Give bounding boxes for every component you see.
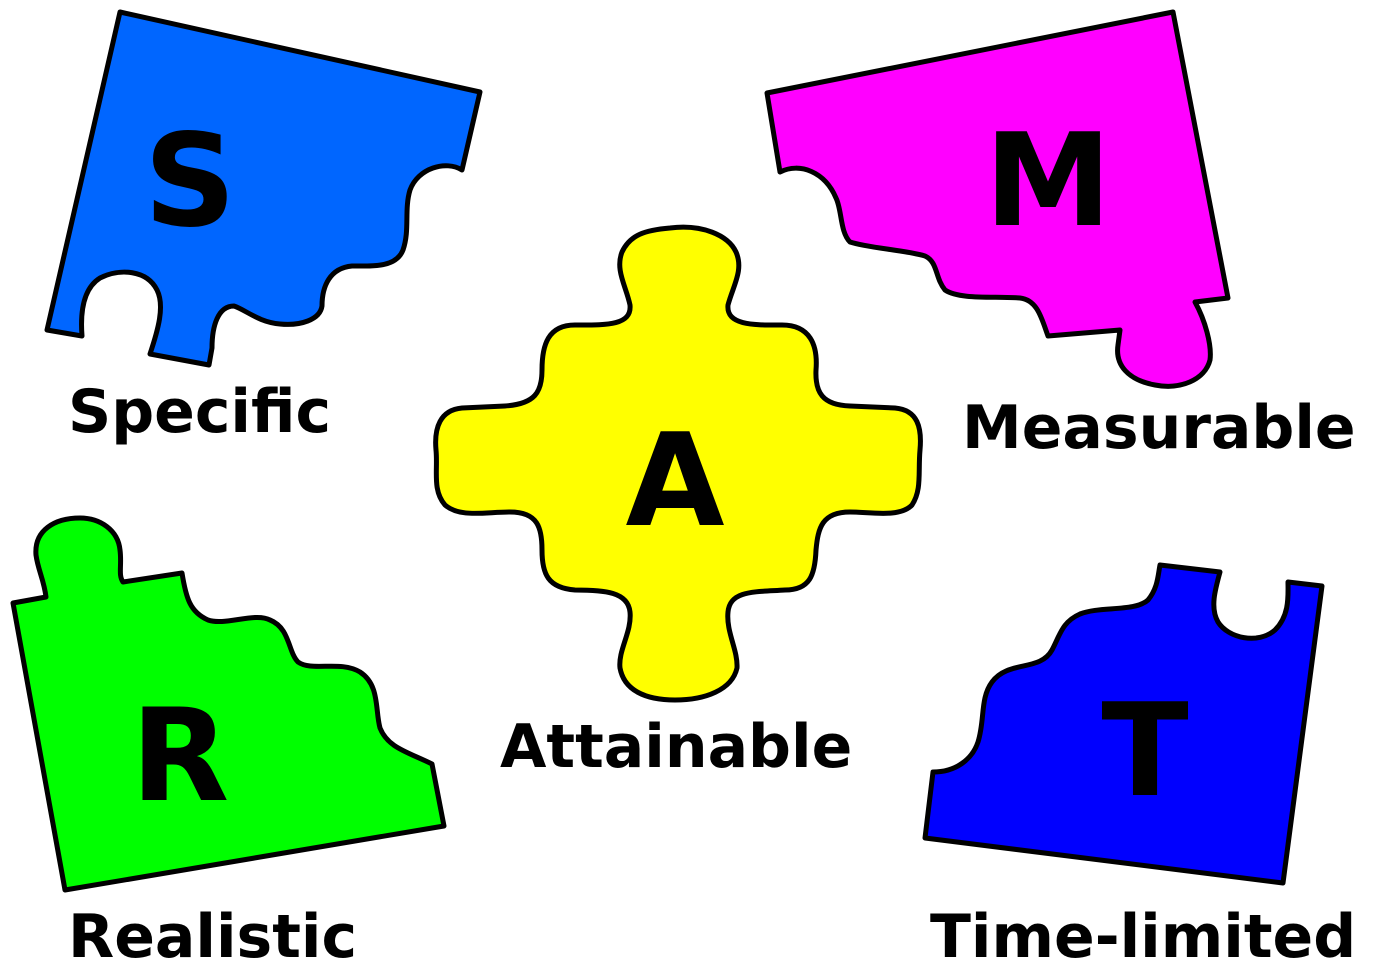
piece-s: S xyxy=(47,12,480,365)
label-realistic: Realistic xyxy=(68,902,357,969)
letter-m: M xyxy=(984,107,1111,256)
letter-t: T xyxy=(1101,677,1188,826)
letter-r: R xyxy=(131,682,230,831)
label-time-limited: Time-limited xyxy=(930,902,1356,969)
label-specific: Specific xyxy=(68,377,331,447)
letter-a: A xyxy=(625,407,724,556)
piece-r: R xyxy=(13,518,444,890)
piece-a: A xyxy=(436,227,921,700)
piece-t: T xyxy=(925,565,1322,883)
piece-m: M xyxy=(767,12,1228,386)
label-measurable: Measurable xyxy=(962,393,1356,463)
letter-s: S xyxy=(144,107,236,256)
label-attainable: Attainable xyxy=(500,712,852,782)
puzzle-piece-s xyxy=(47,12,480,365)
